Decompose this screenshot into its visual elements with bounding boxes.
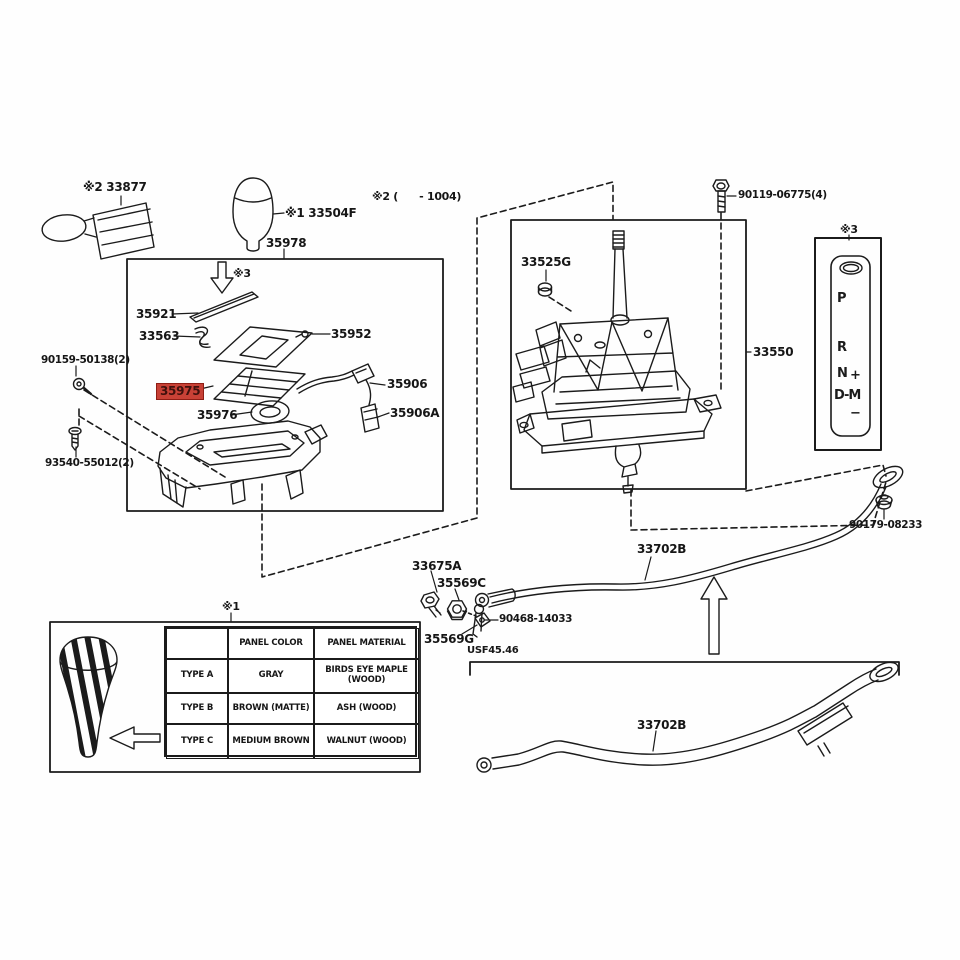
hatched-knob-drawing — [44, 630, 126, 764]
part-label-93540: 93540-55012(2) — [45, 457, 134, 469]
part-label-35921: 35921 — [136, 307, 177, 321]
usf-section-bracket — [470, 662, 899, 675]
nut-35569C-drawing — [448, 601, 467, 620]
gear-minus-sign: − — [850, 406, 861, 421]
table-cell-type-c-material: WALNUT (WOOD) — [314, 724, 419, 759]
part-label-33563: 33563 — [139, 329, 180, 343]
plate-35952-drawing — [214, 327, 312, 367]
spec-table: PANEL COLOR PANEL MATERIAL TYPE A GRAY B… — [164, 626, 419, 759]
down-arrow — [211, 262, 233, 293]
panel-35975-drawing — [214, 368, 305, 406]
gear-position-r: R — [837, 340, 848, 355]
gear-position-n: N — [837, 366, 848, 381]
nut-33525G-drawing — [539, 283, 552, 296]
marker-2-range-label: ※2 ( - 1004) — [372, 190, 462, 203]
part-label-35952: 35952 — [331, 327, 372, 341]
table-cell-type-c-color: MEDIUM BROWN — [228, 724, 314, 759]
harness-35906-drawing — [297, 364, 379, 432]
marker-1-table-label: ※1 — [222, 600, 240, 613]
part-label-90468: 90468-14033 — [499, 613, 573, 625]
table-header-material: PANEL MATERIAL — [314, 628, 419, 659]
table-cell-type-a-material: BIRDS EYE MAPLE (WOOD) — [314, 659, 419, 693]
leader-lines — [76, 196, 884, 751]
up-arrow — [701, 577, 727, 654]
part-label-33525G: 33525G — [521, 255, 571, 269]
table-cell-type-a-color: GRAY — [228, 659, 314, 693]
box-35978 — [127, 259, 443, 511]
part-label-90159: 90159-50138(2) — [41, 354, 130, 366]
left-arrow — [110, 727, 160, 749]
shift-assembly-drawing — [513, 231, 721, 493]
part-label-35569C: 35569C — [437, 576, 486, 590]
knob-33504F-drawing — [233, 178, 273, 251]
bolt-33675A-drawing — [421, 592, 441, 617]
marker-3-arrow-label: ※3 — [233, 267, 251, 280]
table-cell-type-c: TYPE C — [166, 724, 228, 759]
part-label-35975-highlighted: 35975 — [156, 383, 205, 400]
marker-3-panel-label: ※3 — [840, 223, 858, 236]
part-label-33550: 33550 — [753, 345, 794, 359]
console-base-drawing — [158, 421, 327, 507]
bolt-90119-drawing — [713, 180, 729, 212]
part-label-35569G: 35569G — [424, 632, 474, 646]
strip-35921-drawing — [190, 292, 258, 322]
screw-90159-drawing — [74, 379, 92, 395]
part-33877-drawing — [41, 203, 154, 259]
part-label-35978: 35978 — [266, 236, 307, 250]
part-label-33702B-upper: 33702B — [637, 542, 687, 556]
part-label-33675A: 33675A — [412, 559, 462, 573]
nut-90179-drawing — [876, 495, 892, 509]
shift-cable-lower-drawing — [477, 659, 901, 772]
table-cell-type-b-color: BROWN (MATTE) — [228, 693, 314, 724]
clip-90468-drawing — [473, 605, 484, 638]
part-label-35906: 35906 — [387, 377, 428, 391]
part-label-33504F: ※1 33504F — [285, 206, 357, 220]
gear-position-p: P — [837, 291, 847, 306]
section-label-usf45-46: USF45.46 — [467, 645, 519, 656]
bracket-33563-drawing — [195, 327, 210, 347]
part-label-33702B-lower: 33702B — [637, 718, 687, 732]
part-label-33877: ※2 33877 — [83, 180, 147, 194]
screw-93540-drawing — [69, 428, 81, 451]
gear-position-dm: D-M — [834, 388, 861, 403]
indicator-panel-drawing — [815, 238, 881, 450]
table-cell-type-b-material: ASH (WOOD) — [314, 693, 419, 724]
spec-box — [50, 622, 420, 772]
box-33550 — [511, 220, 746, 489]
part-label-90119: 90119-06775(4) — [738, 189, 827, 201]
table-cell-type-a: TYPE A — [166, 659, 228, 693]
table-header-color: PANEL COLOR — [228, 628, 314, 659]
part-label-90179: 90179-08233 — [849, 519, 923, 531]
part-label-35906A: 35906A — [390, 406, 440, 420]
dashed-construction-lines — [79, 182, 886, 616]
gear-plus-sign: + — [850, 368, 861, 383]
shift-cable-upper-drawing — [476, 462, 907, 607]
part-label-35976: 35976 — [197, 408, 238, 422]
table-cell-type-b: TYPE B — [166, 693, 228, 724]
table-header-blank — [166, 628, 228, 659]
